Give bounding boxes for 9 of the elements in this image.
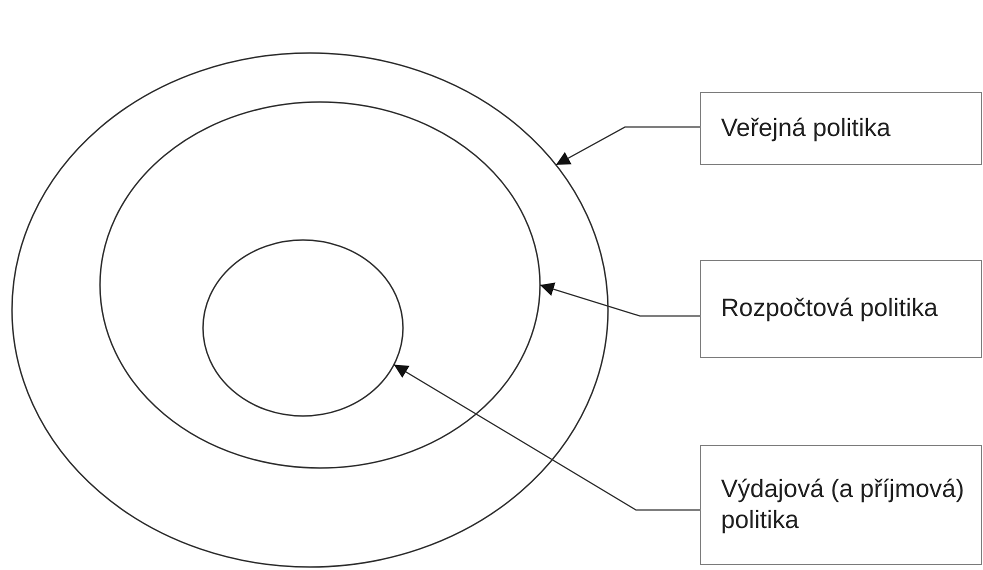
leader-arrow [540,282,700,317]
label-box [700,445,982,565]
box-label: Výdajová (a příjmová) politika [721,474,966,536]
leader-arrow [394,364,700,511]
leader-arrow [556,126,700,166]
box-label: Rozpočtová politika [721,293,939,324]
label-box [700,260,982,358]
box-label: Veřejná politika [721,112,892,144]
label-box [700,92,982,165]
